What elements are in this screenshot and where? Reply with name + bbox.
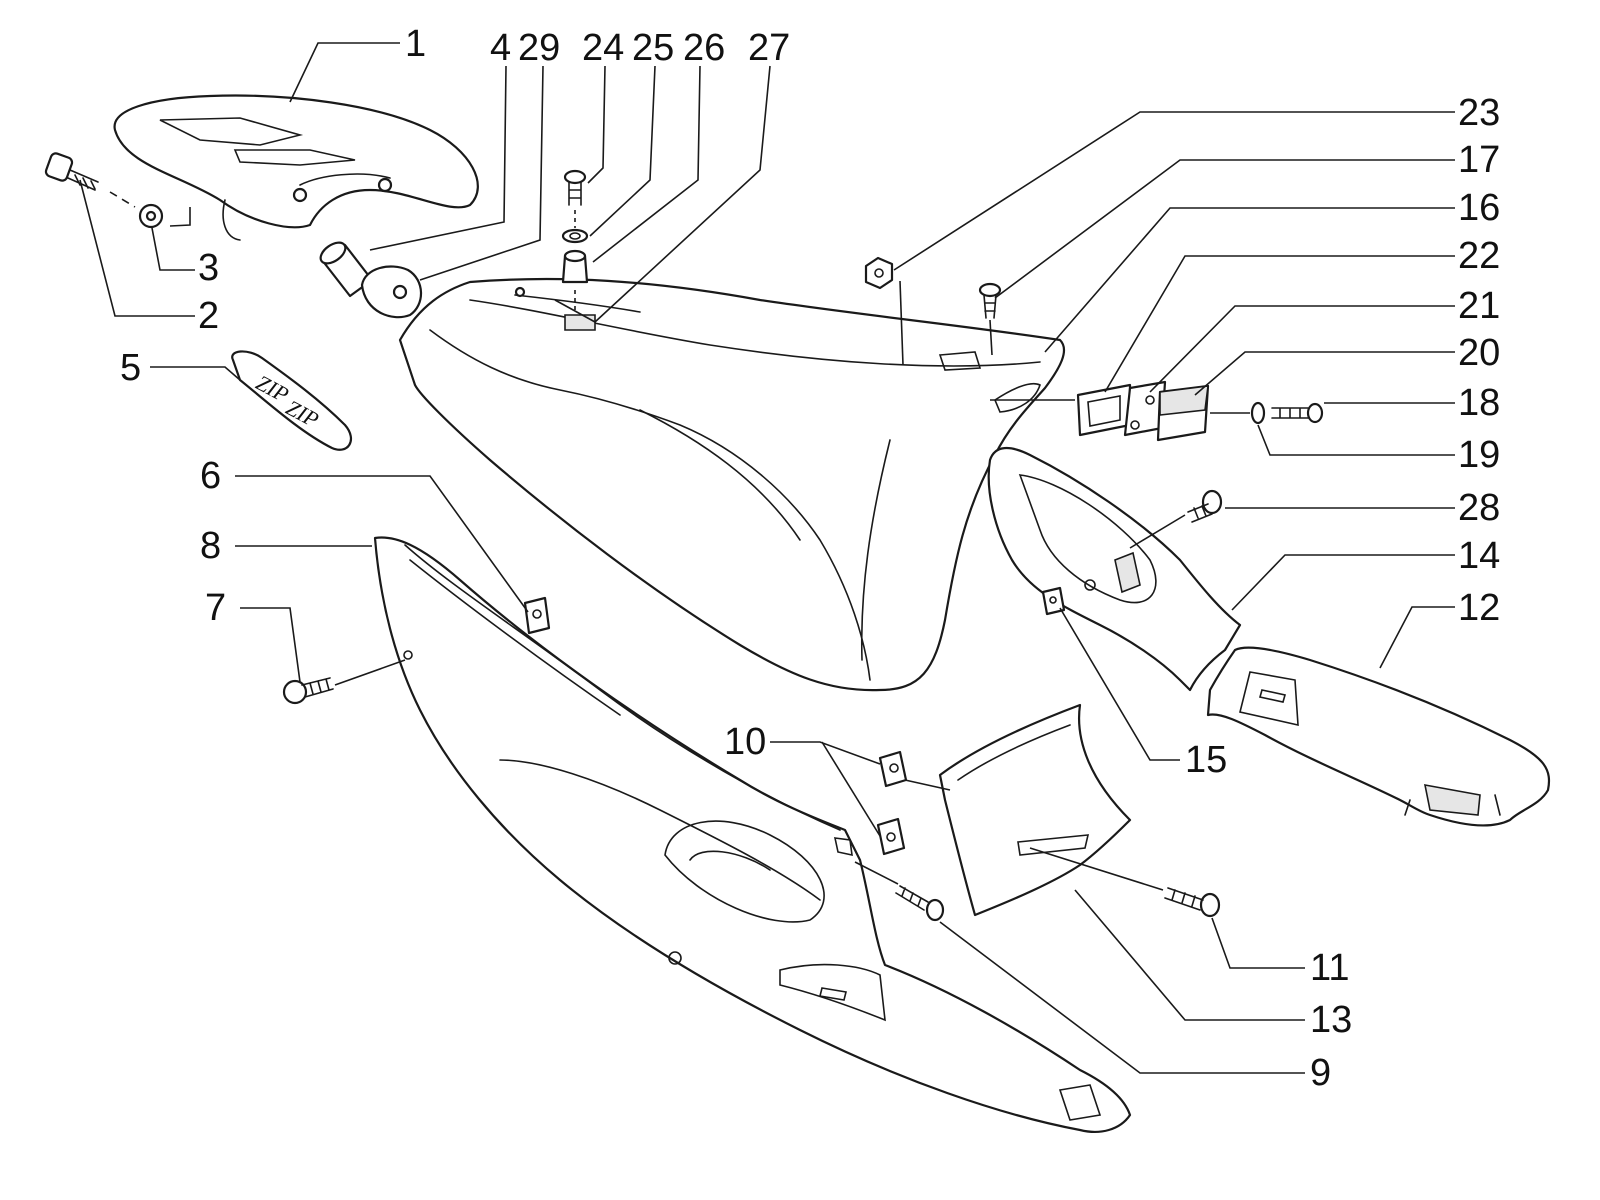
callout-2: 2 [198,295,219,337]
washer-part-25 [561,228,589,244]
clip-part-10b [876,817,906,856]
callout-4: 4 [490,27,511,69]
bolt-part-2 [44,152,99,191]
callout-12: 12 [1458,587,1500,629]
callout-19: 19 [1458,434,1500,476]
zip-logo-badge: ZIP ZIP [231,350,352,451]
screw-part-9 [895,885,945,922]
callout-8: 8 [200,525,221,567]
callout-11: 11 [1310,947,1349,989]
grab-rail-part [113,94,479,241]
callout-18: 18 [1458,382,1500,424]
callout-5: 5 [120,347,141,389]
callout-7: 7 [205,587,226,629]
washer-part-3 [138,203,164,229]
callout-13: 13 [1310,999,1352,1041]
callout-1: 1 [405,23,426,65]
callout-20: 20 [1458,332,1500,374]
screw-part-7 [282,677,334,705]
callout-22: 22 [1458,235,1500,277]
callout-26: 26 [683,27,725,69]
callout-14: 14 [1458,535,1500,577]
lens-part-20 [1156,384,1210,442]
screw-part-11 [1164,887,1221,918]
callout-labels: 1 2 3 4 5 6 7 8 9 10 11 12 13 14 15 16 1… [120,23,1500,1094]
screw-part-28 [1187,489,1223,523]
nut-part-23 [864,256,894,290]
screw-part-18 [1271,402,1324,424]
side-panel-part-12 [1206,646,1551,827]
center-panel-part-13 [938,703,1132,917]
callout-24: 24 [582,27,624,69]
clip-part-6 [523,596,551,635]
callout-29: 29 [518,27,560,69]
screw-part-17 [978,282,1002,319]
clip-part-10a [878,750,908,788]
callout-25: 25 [632,27,674,69]
callout-3: 3 [198,247,219,289]
callout-28: 28 [1458,487,1500,529]
callout-10: 10 [724,721,766,763]
inner-panel-part-14 [987,447,1242,692]
side-panel-part-8 [373,536,1132,1133]
clip-part-15 [1041,586,1066,616]
callout-6: 6 [200,455,221,497]
rear-body-shell [398,277,1066,692]
callout-17: 17 [1458,139,1500,181]
callout-16: 16 [1458,187,1500,229]
grommet-part-26 [561,249,589,284]
bush-part-29 [360,265,423,319]
callout-9: 9 [1310,1052,1331,1094]
callout-23: 23 [1458,92,1500,134]
callout-27: 27 [748,27,790,69]
callout-15: 15 [1185,739,1227,781]
washer-part-19 [1250,401,1266,425]
screw-part-24 [563,169,587,206]
callout-21: 21 [1458,285,1500,327]
pad-part-22 [1076,383,1132,437]
leader-lines [79,42,1455,1074]
